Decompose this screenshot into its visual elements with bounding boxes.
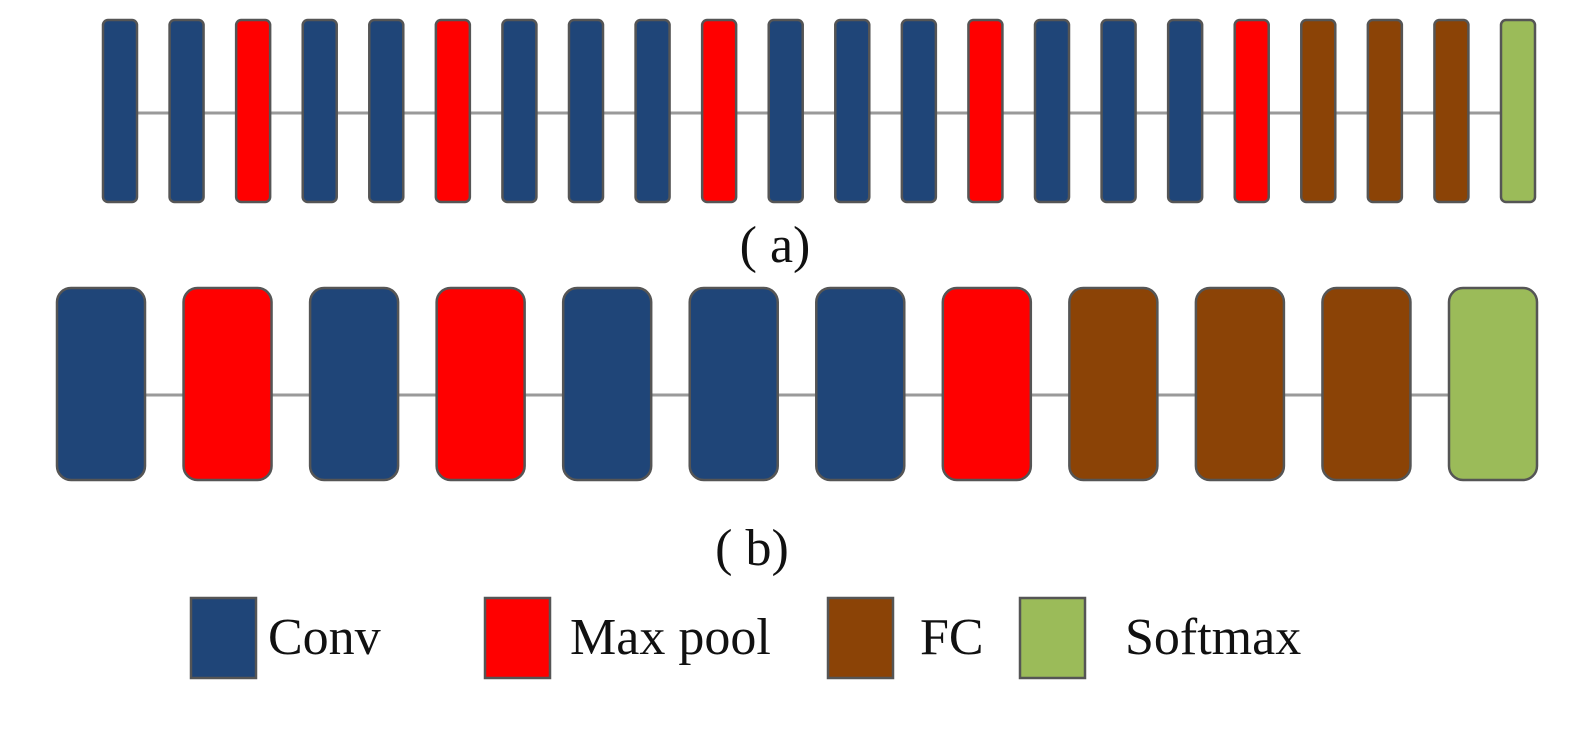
legend-label-conv: Conv: [268, 609, 381, 666]
a-layer-max-pool: [234, 18, 272, 204]
a-layer-softmax: [1499, 18, 1537, 204]
b-layer-fc: [1194, 286, 1286, 482]
a-layer-conv: [501, 18, 538, 204]
a-layer-max-pool: [700, 18, 738, 204]
a-layer-conv: [900, 18, 938, 204]
b-layer-fc: [1321, 286, 1412, 482]
a-layer-fc: [1300, 18, 1337, 204]
a-layer-fc: [1366, 18, 1404, 204]
a-layer-max-pool: [1233, 18, 1270, 204]
a-layer-max-pool: [434, 18, 472, 204]
a-layer-conv: [634, 18, 671, 204]
a-layer-conv: [1166, 18, 1204, 204]
architecture-b: [55, 286, 1539, 482]
caption-b: ( b): [715, 520, 789, 577]
a-layer-conv: [168, 18, 205, 204]
legend: Conv Max pool FC Softmax: [189, 596, 1301, 680]
b-layer-max-pool: [435, 286, 526, 482]
b-layer-conv: [688, 286, 779, 482]
a-layer-max-pool: [967, 18, 1004, 204]
a-layer-conv: [368, 18, 405, 204]
b-layer-softmax: [1447, 286, 1539, 482]
legend-label-softmax: Softmax: [1125, 609, 1301, 666]
legend-label-max-pool: Max pool: [570, 609, 771, 666]
a-layer-conv: [834, 18, 871, 204]
a-layer-conv: [767, 18, 804, 204]
legend-swatch-softmax: [1018, 596, 1087, 680]
a-layer-conv: [101, 18, 139, 204]
legend-swatch-conv: [189, 596, 258, 680]
b-layer-conv: [308, 286, 400, 482]
a-layer-conv: [301, 18, 338, 204]
legend-label-fc: FC: [920, 609, 984, 666]
legend-swatch-fc: [826, 596, 895, 680]
a-layer-conv: [567, 18, 605, 204]
a-layer-conv: [1033, 18, 1071, 204]
b-layer-fc: [1068, 286, 1159, 482]
b-layer-conv: [55, 286, 147, 482]
a-layer-fc: [1433, 18, 1470, 204]
b-layer-max-pool: [941, 286, 1033, 482]
b-layer-max-pool: [182, 286, 273, 482]
legend-swatch-max-pool: [483, 596, 552, 680]
b-layer-conv: [561, 286, 653, 482]
architecture-a: [101, 18, 1537, 204]
a-layer-conv: [1100, 18, 1137, 204]
caption-a: ( a): [740, 217, 811, 274]
b-layer-conv: [815, 286, 906, 482]
